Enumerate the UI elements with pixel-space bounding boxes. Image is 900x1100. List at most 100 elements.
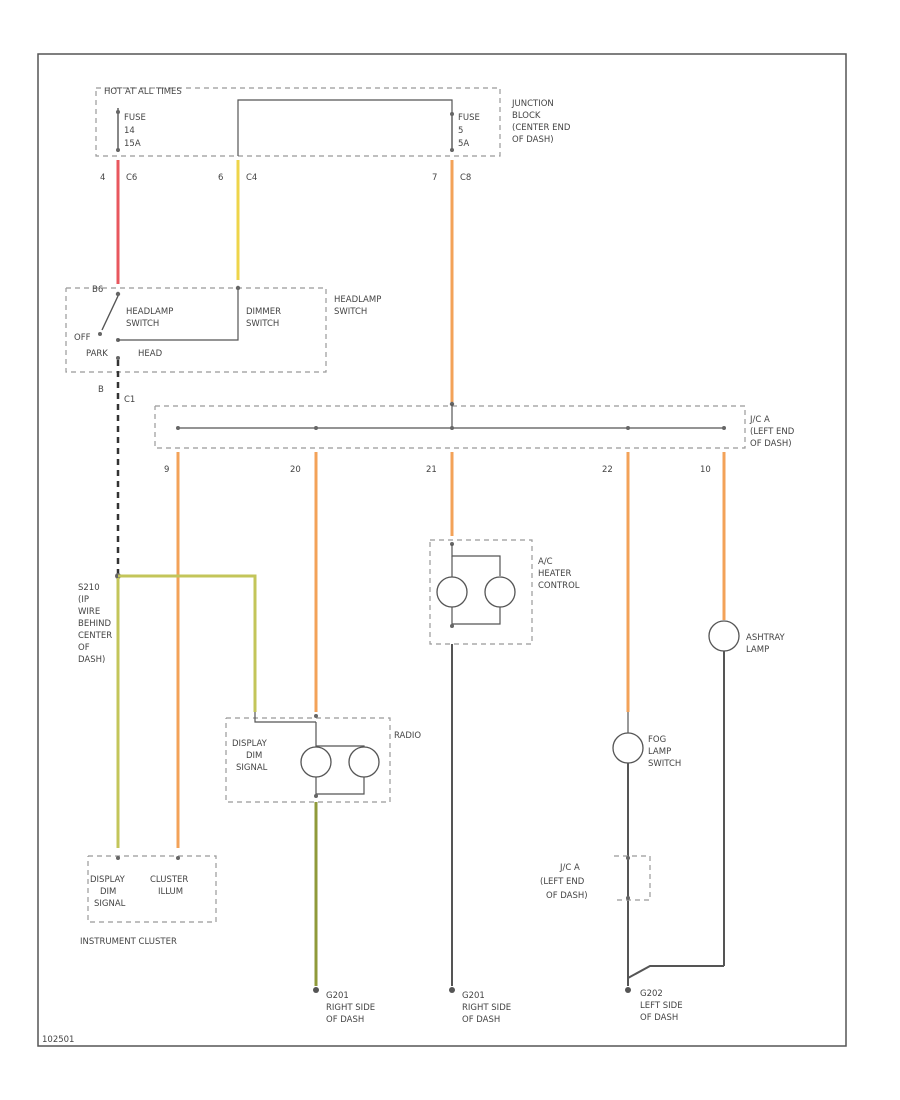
label-g202-2: LEFT SIDE	[640, 1001, 683, 1011]
label-g201-b-3: OF DASH	[462, 1015, 500, 1025]
label-pin-6: 6	[218, 173, 223, 183]
dimmer-link	[118, 290, 239, 341]
label-ac-3: CONTROL	[538, 581, 580, 591]
label-display-2: DIM	[246, 751, 262, 761]
ground-g201-radio	[313, 987, 319, 993]
label-hl-sw-1: HEADLAMP	[126, 307, 173, 317]
ac-bulb-right	[484, 576, 516, 608]
label-g201-a-1: G201	[326, 991, 349, 1001]
radio-bulb-left	[300, 746, 332, 778]
label-splice-5: CENTER	[78, 631, 112, 641]
label-ashtray-2: LAMP	[746, 645, 769, 655]
label-pin-4: 4	[100, 173, 105, 183]
label-splice-1: S210	[78, 583, 100, 593]
label-park: PARK	[86, 349, 108, 359]
node-b6	[115, 291, 121, 297]
label-g201-a-3: OF DASH	[326, 1015, 364, 1025]
label-g201-b-2: RIGHT SIDE	[462, 1003, 511, 1013]
label-pin-7: 7	[432, 173, 437, 183]
node-off	[98, 332, 102, 336]
ac-bulb-left	[436, 576, 468, 608]
label-conn-c8: C8	[460, 173, 471, 183]
node-dimmer	[235, 285, 241, 291]
jc-a-outline	[154, 405, 746, 449]
ac-heater-outline	[429, 539, 533, 645]
label-fog-2: LAMP	[648, 747, 671, 757]
label-fuse-right-1: FUSE	[458, 113, 480, 123]
underhood-fuse-block-outline	[95, 87, 501, 157]
headlamp-switch-outline	[65, 287, 327, 373]
label-cluster-5: ILLUM	[158, 887, 183, 897]
fuse-right-symbol	[450, 112, 454, 152]
label-cluster-4: CLUSTER	[150, 875, 188, 885]
label-left-end-1: (LEFT END	[750, 427, 795, 437]
label-pin-10: 10	[700, 465, 711, 475]
label-pin-20: 20	[290, 465, 301, 475]
ground-g201-ac	[449, 987, 455, 993]
label-pin-22: 22	[602, 465, 613, 475]
label-hl-sw-2: SWITCH	[126, 319, 159, 329]
ashtray-bulb	[708, 620, 740, 652]
label-fuse-left-1: FUSE	[124, 113, 146, 123]
radio-internal-bottom	[315, 777, 365, 795]
node-head	[116, 356, 120, 360]
label-junction-1: JUNCTION	[511, 99, 554, 109]
label-dimmer-1: DIMMER	[246, 307, 281, 317]
fuse-bus	[237, 99, 453, 156]
label-pin-b6: B6	[92, 285, 103, 295]
label-off: OFF	[74, 333, 91, 343]
label-g202-3: OF DASH	[640, 1013, 678, 1023]
cluster-node-left	[116, 856, 120, 860]
label-fog-1: FOG	[648, 735, 666, 745]
label-fuse-right-3: 5A	[458, 139, 469, 149]
label-left-end2-2: OF DASH)	[546, 891, 588, 901]
label-conn-c4: C4	[246, 173, 257, 183]
label-splice-6: OF	[78, 643, 90, 653]
radio-internal-top	[315, 722, 365, 748]
label-splice-7: DASH)	[78, 655, 105, 665]
label-display-3: SIGNAL	[236, 763, 268, 773]
label-junction-3: (CENTER END	[512, 123, 571, 133]
label-ac-1: A/C	[538, 557, 553, 567]
ac-internal-top	[451, 544, 501, 576]
switch-blade	[101, 295, 119, 331]
label-conn-c1: C1	[124, 395, 135, 405]
ac-internal-bottom	[451, 607, 501, 625]
wire-olive-horizontal	[118, 574, 257, 712]
label-cluster-1: DISPLAY	[90, 875, 126, 885]
label-g202-1: G202	[640, 989, 663, 999]
cluster-node-right	[176, 856, 180, 860]
label-jc-a2: J/C A	[559, 863, 580, 873]
radio-bulb-right	[348, 746, 380, 778]
label-cluster-2: DIM	[100, 887, 116, 897]
radio-dim-input	[254, 712, 316, 723]
label-headlamp-switch-1: HEADLAMP	[334, 295, 381, 305]
label-radio: RADIO	[394, 731, 421, 741]
jc-nodes	[176, 426, 726, 430]
label-left-end-2: OF DASH)	[750, 439, 792, 449]
fog-bulb	[612, 732, 644, 764]
label-left-end2-1: (LEFT END	[540, 877, 585, 887]
label-dimmer-2: SWITCH	[246, 319, 279, 329]
label-ashtray-1: ASHTRAY	[746, 633, 786, 643]
diagram-frame	[37, 53, 847, 1047]
label-junction-2: BLOCK	[512, 111, 541, 121]
label-conn-c6: C6	[126, 173, 137, 183]
label-pin-9: 9	[164, 465, 169, 475]
fuse-left-symbol	[116, 108, 120, 152]
wire-ashtray-return	[627, 965, 724, 979]
label-fuse-left-2: 14	[124, 126, 135, 136]
label-fuse-left-3: 15A	[124, 139, 141, 149]
radio-in-node	[314, 714, 318, 718]
jc-a2-outline	[614, 855, 651, 901]
label-ac-2: HEATER	[538, 569, 571, 579]
label-g201-a-2: RIGHT SIDE	[326, 1003, 375, 1013]
label-pin-b: B	[98, 385, 104, 395]
label-fog-3: SWITCH	[648, 759, 681, 769]
label-cluster-3: SIGNAL	[94, 899, 126, 909]
label-headlamp-switch-2: SWITCH	[334, 307, 367, 317]
label-splice-4: BEHIND	[78, 619, 111, 629]
label-g201-b-1: G201	[462, 991, 485, 1001]
label-jc-a: J/C A	[749, 415, 770, 425]
